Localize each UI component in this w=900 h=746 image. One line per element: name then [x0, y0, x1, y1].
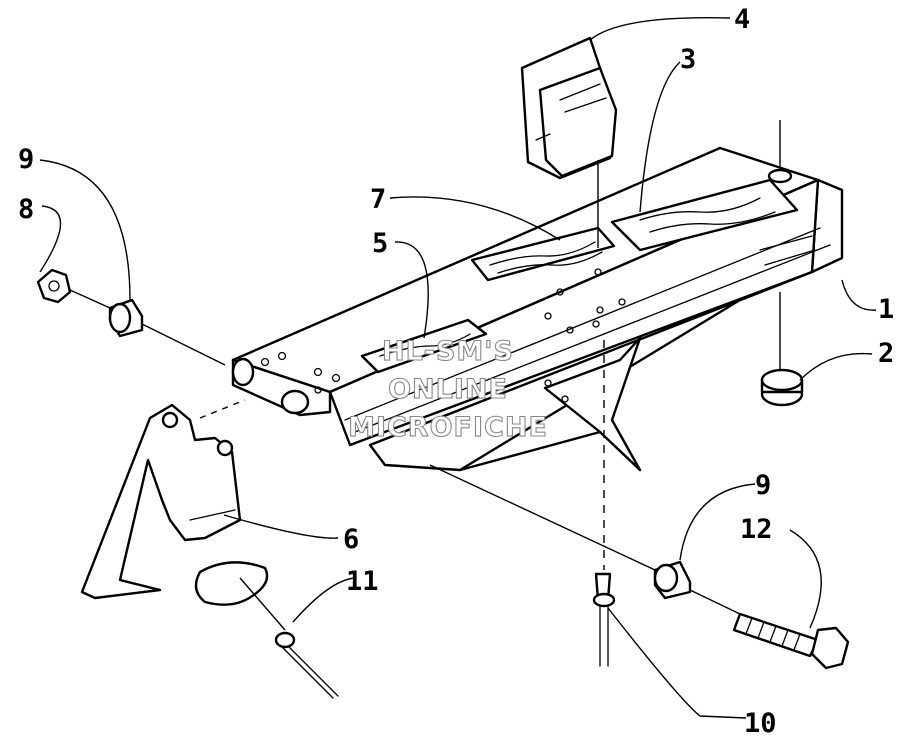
bracket-part-6	[80, 403, 242, 600]
callout-12: 12	[740, 514, 773, 545]
washer-part	[194, 561, 269, 606]
plug-part-2	[760, 368, 804, 407]
watermark-line-3: MICROFICHE	[348, 412, 548, 443]
assembly-lines	[69, 120, 781, 631]
callout-5: 5	[372, 228, 388, 259]
callout-labels: 1 2 3 4 5 6 7 8 9 9 10 11 12	[18, 4, 894, 739]
callout-9-right: 9	[755, 470, 771, 501]
callout-10: 10	[744, 708, 777, 739]
callout-11: 11	[346, 566, 379, 597]
nut-part-8	[36, 268, 72, 304]
bushing-part-9-right	[653, 560, 692, 600]
rivet-part-11	[274, 631, 339, 699]
callout-4: 4	[734, 4, 750, 35]
manual-pouch-part-4	[520, 36, 618, 180]
callout-leaders	[39, 17, 877, 719]
watermark: HL-SM'S ONLINE MICROFICHE	[348, 335, 548, 443]
watermark-line-2: ONLINE	[388, 374, 508, 405]
callout-7: 7	[370, 184, 386, 215]
rivet-part-10	[592, 572, 616, 667]
callout-2: 2	[878, 338, 894, 369]
bolt-part-12	[732, 612, 850, 670]
callout-8: 8	[18, 194, 34, 225]
callout-1: 1	[878, 294, 894, 325]
decal-part-5	[360, 318, 488, 374]
callout-3: 3	[680, 44, 696, 75]
watermark-line-1: HL-SM'S	[382, 336, 514, 367]
decal-part-7	[470, 226, 616, 282]
decal-part-3	[610, 178, 799, 252]
bushing-part-9-left	[108, 298, 144, 338]
callout-9-left: 9	[18, 144, 34, 175]
callout-6: 6	[343, 524, 359, 555]
